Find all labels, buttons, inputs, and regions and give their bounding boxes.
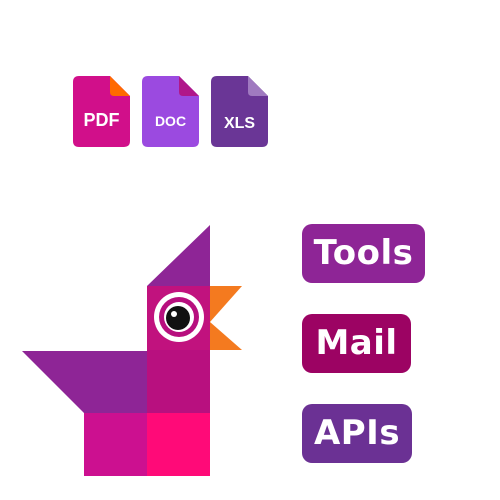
bird-eye-highlight [171,311,177,317]
doc-file-label: DOC [154,113,187,129]
tools-badge: Tools [302,224,425,283]
bird-pupil [166,306,190,330]
xls-file-label: XLS [223,115,256,132]
bird-neck [147,350,210,413]
bird-beak-bottom [210,322,242,350]
apis-badge: APIs [302,404,412,463]
bird-body-right [147,413,210,476]
bird-crest [147,225,210,286]
xls-file-icon: XLS [211,76,268,147]
pdf-file-icon: PDF [73,76,130,147]
bird-wing [22,351,147,413]
doc-file-icon: DOC [142,76,199,147]
mail-badge: Mail [302,314,411,373]
pdf-file-label: PDF [83,110,120,130]
bird-body-left [84,413,147,476]
bird-beak-top [210,286,242,322]
